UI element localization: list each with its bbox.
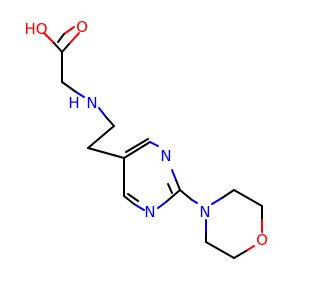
bond-ch2-n	[61, 81, 77, 93]
atom-label-amine-h: H	[68, 94, 79, 112]
bond-c2-n1-double	[167, 183, 173, 194]
atom-label-morpholine-n: N	[199, 203, 210, 221]
bond-c5-c6	[123, 141, 151, 159]
bond-c2-nmorph-blue	[191, 199, 198, 204]
bond-c2-n3	[165, 189, 181, 203]
bond-ch2b-ring	[87, 125, 115, 149]
bond-n3-c4-double	[127, 193, 139, 202]
bond-c-o-double-b	[63, 26, 75, 35]
bond-c5-ch2	[87, 147, 125, 159]
morpholine-link	[179, 189, 198, 204]
bond-c6-n1-blue	[149, 141, 159, 147]
atom-label-carbonyl-oxygen: O	[76, 18, 88, 36]
molecule-structure: HO O N H N N N O	[24, 18, 268, 259]
bond-o-cc-red	[245, 245, 255, 252]
bond-nm-ca	[221, 189, 235, 199]
pyrimidine-ring	[87, 138, 181, 211]
bond-ch2-n-blue	[75, 91, 85, 98]
bond-n-ch2b	[105, 116, 115, 127]
atom-label-pyrimidine-n1: N	[160, 147, 171, 165]
bond-n1-c2	[175, 179, 181, 191]
bond-c2-n3-blue	[157, 201, 167, 209]
bond-n1-c2-blue	[171, 169, 177, 181]
bond-n3-c4-blue	[133, 203, 145, 211]
bond-c6-c5-double	[125, 138, 149, 153]
bond-cc-cd	[205, 241, 235, 259]
atom-label-amine-n: N	[86, 94, 97, 112]
bond-c-o-double-b-black	[57, 33, 65, 43]
bond-ho-c	[43, 32, 55, 44]
bond-c2-nmorph	[179, 189, 193, 201]
atom-label-hydroxyl: HO	[24, 20, 47, 38]
bond-o-cc	[233, 250, 247, 259]
bond-n-ch2b-blue	[98, 107, 107, 118]
morpholine-ring	[205, 189, 263, 259]
bond-nm-ca-blue	[211, 197, 223, 205]
atom-label-morpholine-o: O	[256, 231, 268, 249]
bond-c-o-double-a-red	[69, 32, 80, 44]
bond-c-o-double-a	[61, 42, 71, 53]
carboxylic-acid-group	[43, 26, 80, 83]
bond-n3-c4	[123, 195, 135, 205]
atom-label-pyrimidine-n3: N	[144, 203, 155, 221]
amine-linker	[61, 81, 115, 149]
bond-ca-cb	[233, 189, 263, 207]
bond-ho-c-black	[53, 42, 63, 53]
